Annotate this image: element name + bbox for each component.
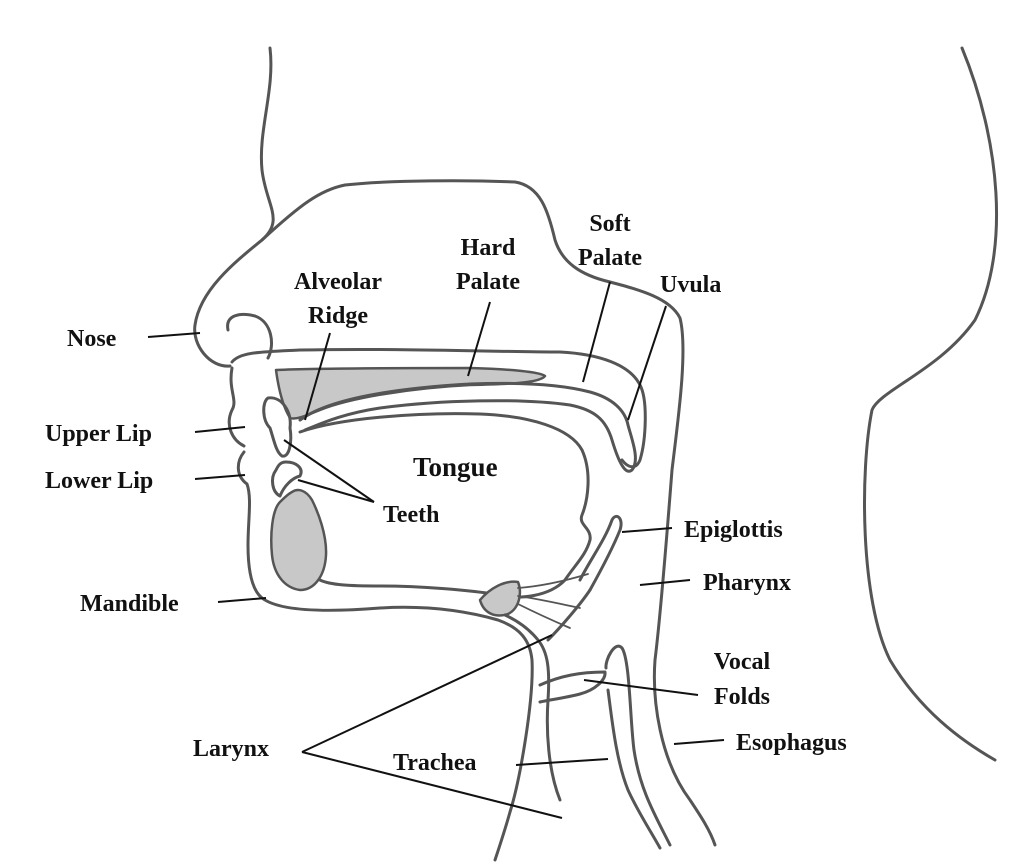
uvula-leader [627, 305, 667, 421]
mandible-leader [217, 597, 267, 603]
teeth-label: Teeth [383, 502, 439, 528]
alveolar-ridge-leader [304, 332, 331, 421]
trachea-label: Trachea [393, 750, 477, 776]
esophagus-leader [673, 739, 725, 745]
nasal-roof-outline [260, 179, 717, 847]
alveolar-ridge-label-line1: Alveolar [294, 269, 382, 295]
lower-lip-leader [194, 474, 246, 480]
vocal-folds-label-line1: Vocal [714, 649, 771, 675]
nostril-outline [226, 312, 273, 360]
mandible-label: Mandible [80, 591, 179, 617]
nose-leader [147, 332, 201, 338]
hyoid-shape [478, 580, 522, 617]
upper-teeth-shape [262, 396, 293, 458]
upper-lip-label: Upper Lip [45, 421, 152, 447]
lower-teeth-shape [271, 460, 303, 498]
lower-lip-outline [236, 450, 534, 862]
uvula-label: Uvula [660, 272, 721, 298]
nasal-cavity-outline [230, 347, 647, 469]
larynx-leader-upper [301, 634, 553, 753]
lower-lip-label: Lower Lip [45, 468, 153, 494]
hard-palate-leader [467, 301, 491, 377]
larynx-fiber [517, 573, 589, 589]
palate-arch-outline [298, 381, 637, 473]
tongue-label: Tongue [413, 452, 498, 482]
soft-palate-leader [582, 281, 611, 383]
trachea-front-outline [604, 644, 672, 847]
epiglottis-shape [578, 514, 623, 592]
nose-label: Nose [67, 326, 117, 352]
soft-palate-label-line2: Palate [578, 245, 642, 271]
epiglottis-label: Epiglottis [684, 517, 783, 543]
upper-lip-outline [227, 366, 246, 448]
larynx-label: Larynx [193, 736, 269, 762]
teeth-leader-lower [297, 479, 375, 503]
trachea-back-outline [606, 688, 662, 850]
upper-lip-leader [194, 426, 246, 433]
trachea-leader [515, 758, 609, 766]
larynx-fiber [517, 595, 581, 609]
larynx-back-outline [546, 588, 592, 642]
hard-palate-label-line1: Hard [461, 235, 516, 261]
larynx-fiber [517, 603, 571, 629]
tongue-outline [298, 412, 592, 599]
esophagus-label: Esophagus [736, 730, 847, 756]
larynx-leader-lower [301, 751, 563, 819]
vocal-folds-leader [583, 679, 699, 696]
mandible-shape [270, 488, 328, 592]
back-of-head-outline [863, 46, 999, 762]
soft-palate-label-line1: Soft [589, 211, 630, 237]
larynx-outline [503, 613, 562, 802]
alveolar-ridge-label-line2: Ridge [308, 303, 368, 329]
vocal-folds-label-line2: Folds [714, 684, 770, 710]
teeth-leader-upper [283, 439, 375, 503]
pharynx-leader [639, 579, 691, 586]
hard-palate-label-line2: Palate [456, 269, 520, 295]
pharynx-label: Pharynx [703, 570, 791, 596]
epiglottis-leader [621, 527, 673, 533]
